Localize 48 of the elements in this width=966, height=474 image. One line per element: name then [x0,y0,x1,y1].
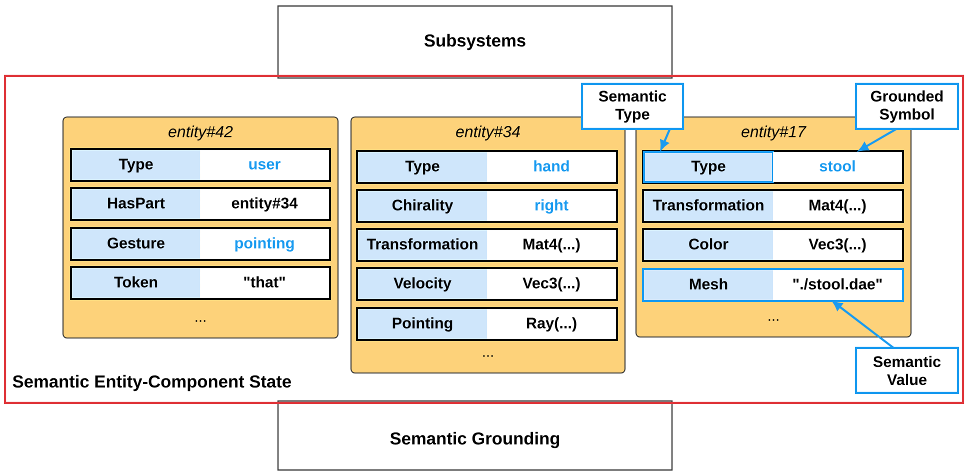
key-cell: Type [643,151,774,183]
table-row [70,187,331,221]
value-cell: pointing [200,229,329,259]
key-cell: Pointing [358,309,487,339]
value-cell: user [200,150,329,180]
table-row [356,307,618,341]
callout-box: Grounded Symbol [854,82,960,130]
key-cell: Color [644,230,773,260]
value-cell: Mat4(...) [773,191,902,221]
callout-box: Semantic Type [580,82,684,130]
frame-title: Semantic Entity-Component State [12,374,291,392]
callout-box: Semantic Value [854,346,960,394]
key-cell: Transformation [644,191,773,221]
key-cell: Type [72,150,200,180]
table-row [356,189,618,223]
key-cell: Transformation [358,230,487,260]
table-row [356,150,618,184]
key-cell: Token [72,268,200,298]
value-cell: entity#34 [200,189,329,219]
table-row [70,148,331,182]
arrow [660,128,671,150]
table-row [642,150,904,184]
key-cell: Mesh [644,270,773,300]
table-row [356,228,618,262]
value-cell: hand [487,152,616,182]
subsystem-box: Subsystems [277,5,673,79]
value-cell: Mat4(...) [487,230,616,260]
key-cell: HasPart [72,189,200,219]
value-cell: "./stool.dae" [773,270,902,300]
table-row [70,266,331,300]
key-cell: Velocity [358,269,487,299]
value-cell: right [487,191,616,221]
value-cell: Vec3(...) [487,269,616,299]
table-row [70,227,331,261]
table-row [642,268,904,302]
key-cell: Chirality [358,191,487,221]
key-cell: Type [358,152,487,182]
value-cell: Ray(...) [487,309,616,339]
arrow [858,128,897,152]
table-row [356,267,618,301]
table-row [642,189,904,223]
table-row [642,228,904,262]
value-cell: Vec3(...) [773,230,902,260]
value-cell: "that" [200,268,329,298]
key-cell: Gesture [72,229,200,259]
value-cell: stool [773,152,902,182]
subsystem-box: Semantic Grounding [277,400,673,471]
arrow [832,301,894,349]
